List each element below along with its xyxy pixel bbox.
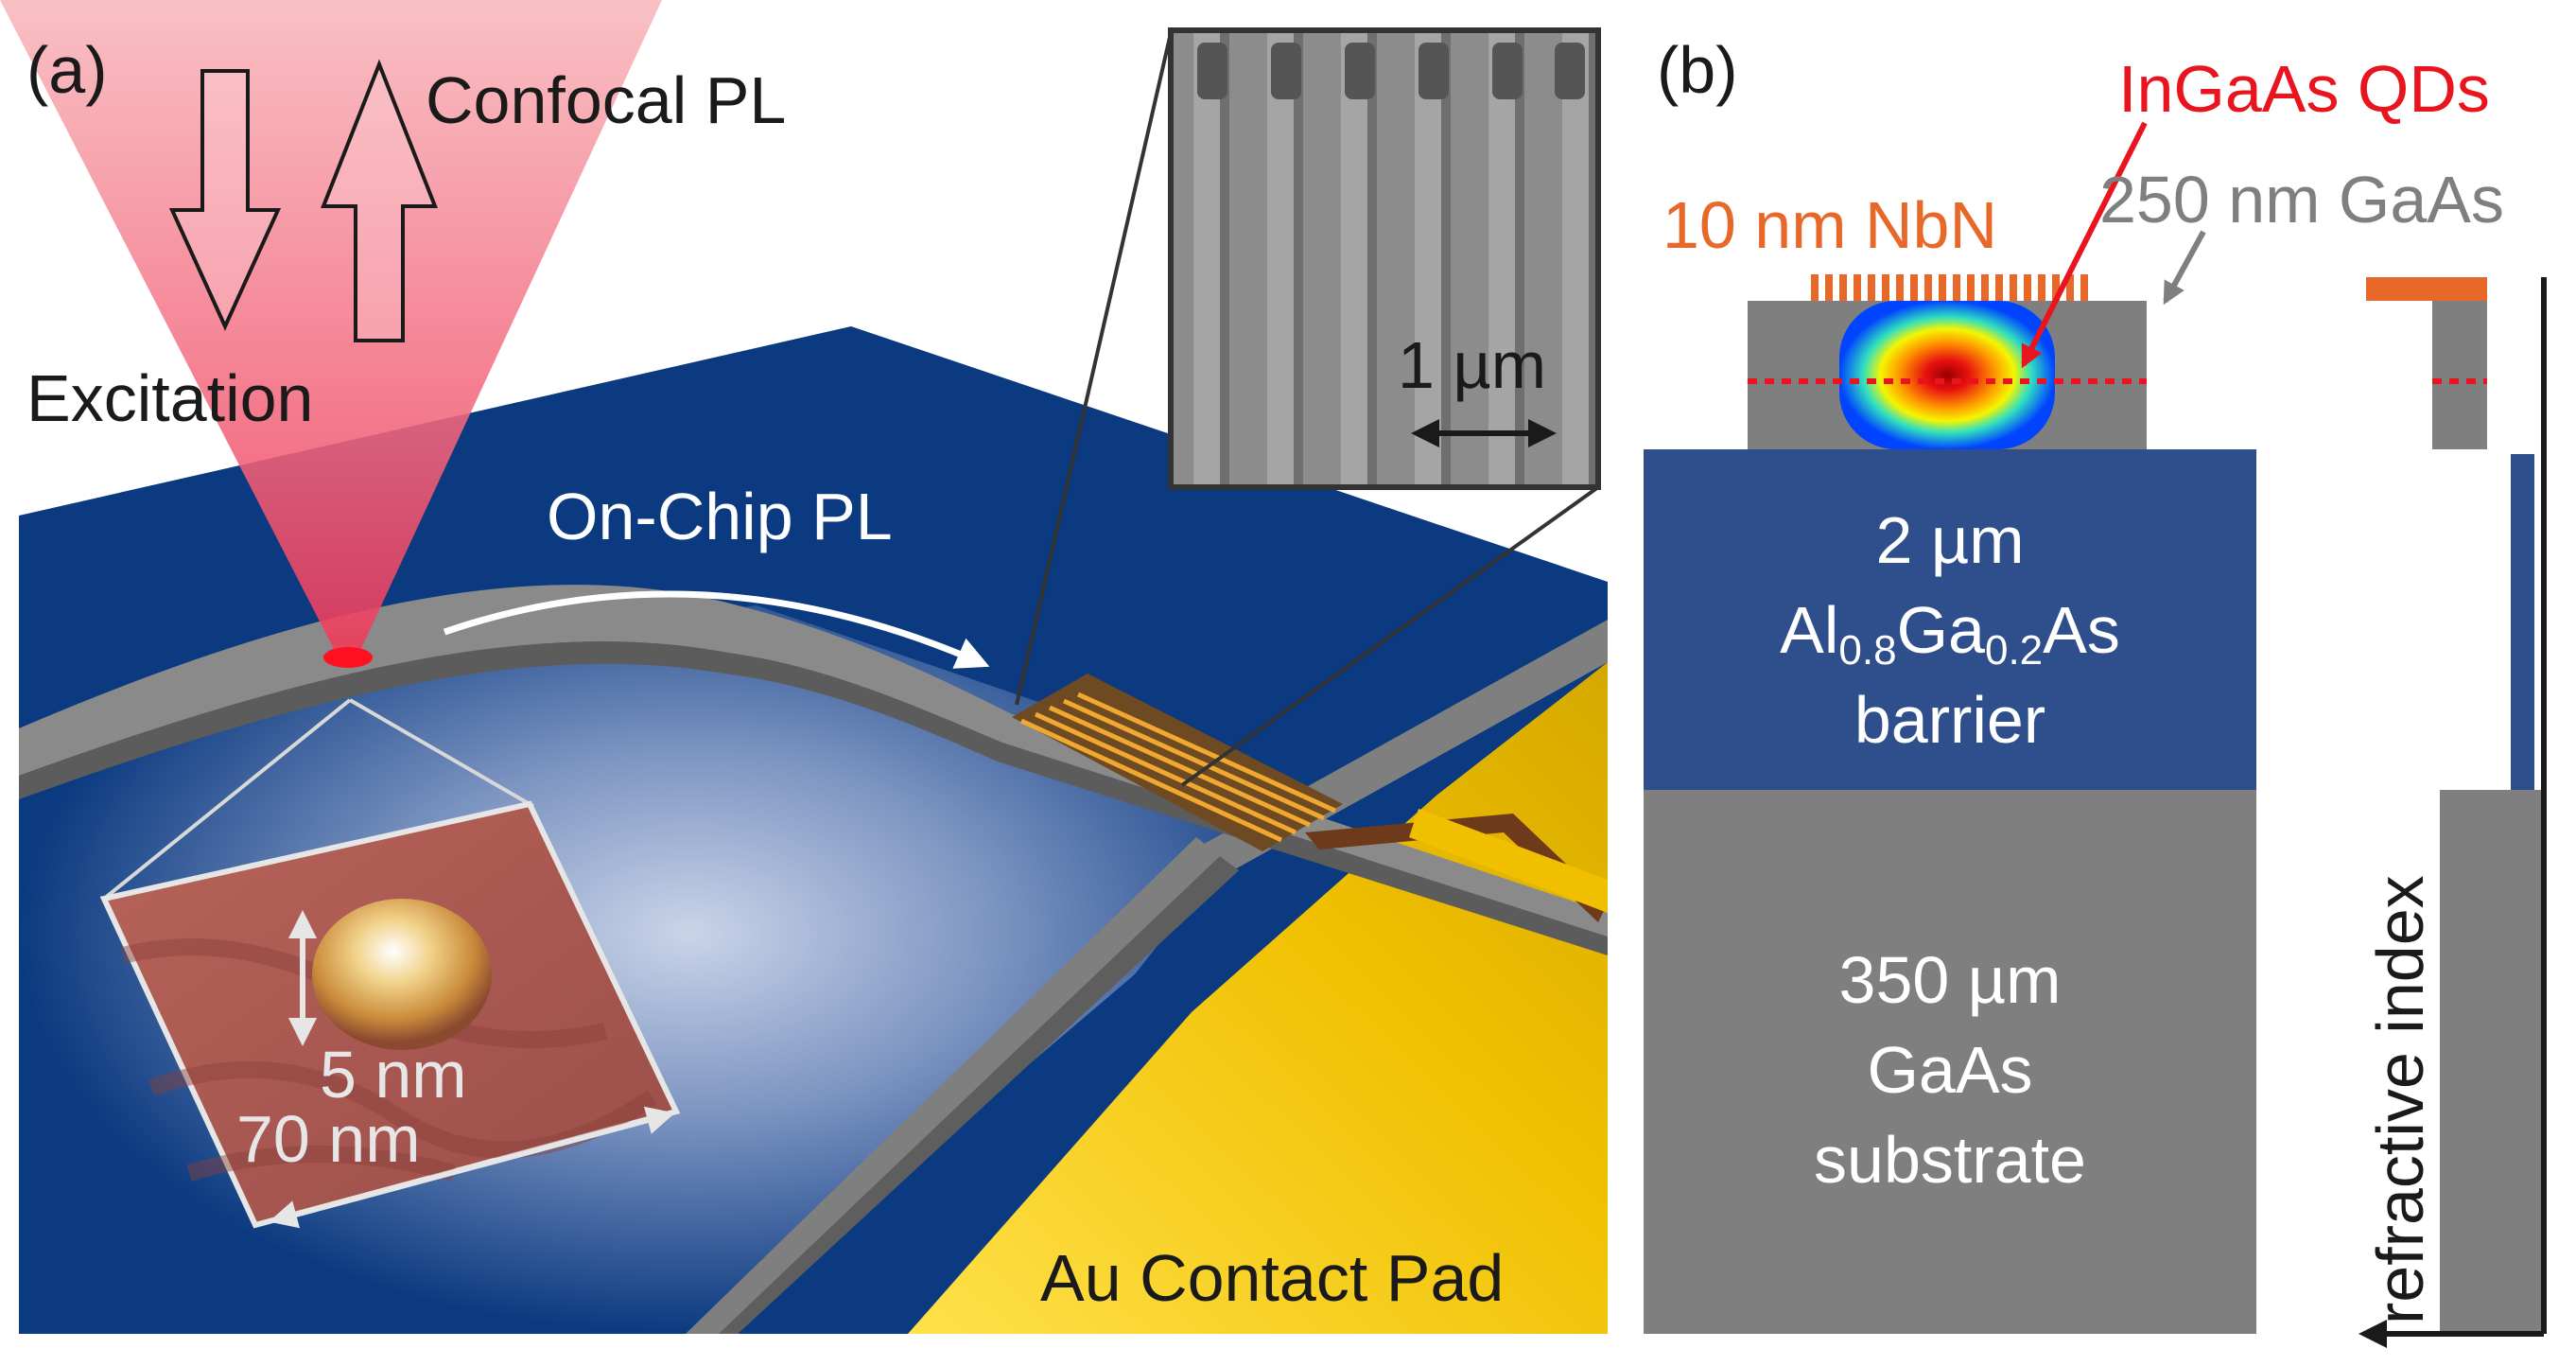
laser-spot bbox=[323, 647, 373, 668]
panel-a: (a) Confocal PL Excitation On-Chip PL 1 … bbox=[0, 0, 1608, 1334]
gaas-pointer-arrow bbox=[2163, 230, 2206, 306]
optical-mode-profile bbox=[1839, 301, 2055, 449]
afm-width-arrow bbox=[269, 1106, 675, 1229]
refractive-index-profile bbox=[2358, 277, 2547, 1348]
nbn-label: 10 nm NbN bbox=[1662, 188, 1997, 262]
confocal-pl-label: Confocal PL bbox=[426, 63, 786, 137]
panel-b: (b) InGaAs QDs 10 nm NbN 250 nm GaAs 2 µ… bbox=[1644, 33, 2547, 1348]
gaas-top-label: 250 nm GaAs bbox=[2099, 163, 2504, 236]
comp-ga-sub: 0.2 bbox=[1985, 627, 2043, 674]
laser-beam bbox=[0, 0, 662, 653]
algaas-barrier bbox=[1644, 449, 2256, 790]
onchip-pl-label: On-Chip PL bbox=[547, 480, 893, 553]
afm-inset bbox=[99, 698, 681, 1229]
excitation-arrow-icon bbox=[168, 69, 282, 331]
barrier-composition: Al0.8Ga0.2As bbox=[1780, 593, 2120, 674]
quantum-dot-bump bbox=[312, 899, 492, 1050]
waveguide-branch bbox=[686, 837, 1239, 1334]
substrate-thickness: 350 µm bbox=[1839, 943, 2062, 1017]
curved-waveguide bbox=[19, 585, 1608, 937]
barrier-word: barrier bbox=[1854, 683, 2045, 757]
comp-al-sub: 0.8 bbox=[1838, 627, 1896, 674]
au-contact-pad-label: Au Contact Pad bbox=[1040, 1241, 1504, 1315]
sem-inset bbox=[1015, 27, 1601, 787]
comp-al: Al bbox=[1780, 593, 1838, 667]
gaas-substrate bbox=[1644, 790, 2256, 1334]
substrate-word: substrate bbox=[1814, 1123, 2086, 1197]
refractive-index-label: refractive index bbox=[2363, 875, 2437, 1324]
excitation-label: Excitation bbox=[26, 361, 313, 435]
comp-as: As bbox=[2043, 593, 2120, 667]
confocal-arrow-icon bbox=[321, 59, 438, 342]
afm-height-label: 5 nm bbox=[320, 1038, 467, 1112]
qd-pointer-arrow bbox=[2021, 121, 2148, 369]
comp-ga: Ga bbox=[1897, 593, 1985, 667]
afm-width-label: 70 nm bbox=[236, 1102, 421, 1176]
nbn-nanowires bbox=[1811, 274, 2088, 301]
sem-scale-label: 1 µm bbox=[1398, 328, 1546, 402]
snspd-detector bbox=[1012, 674, 1608, 922]
panel-a-label: (a) bbox=[26, 33, 108, 107]
onchip-pl-arrow bbox=[443, 590, 990, 669]
qd-label: InGaAs QDs bbox=[2118, 52, 2490, 126]
barrier-thickness: 2 µm bbox=[1875, 503, 2024, 577]
panel-b-label: (b) bbox=[1657, 33, 1738, 107]
substrate-material: GaAs bbox=[1867, 1033, 2032, 1107]
